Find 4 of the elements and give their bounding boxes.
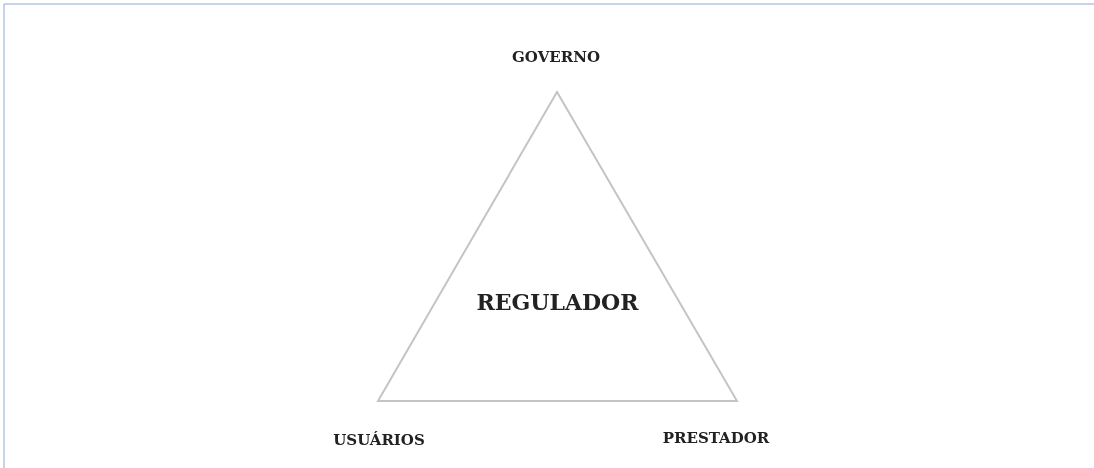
- vertex-label: USUÁRIOS: [333, 431, 425, 449]
- vertex-label: GOVERNO: [512, 48, 600, 66]
- triangle-label: REGULADOR: [476, 289, 639, 315]
- vertex-label: PRESTADOR: [662, 429, 770, 447]
